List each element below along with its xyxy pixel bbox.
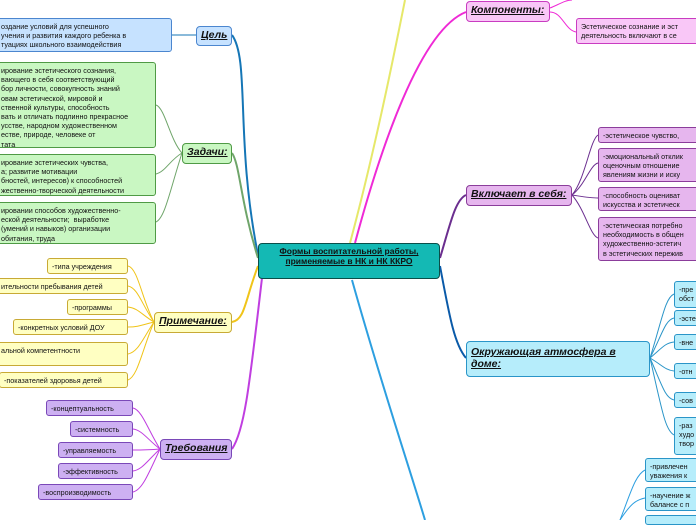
komponenty-item[interactable]: Эстетическое сознание и эст деятельность… (576, 18, 696, 44)
topic-cel[interactable]: Цель (196, 26, 232, 46)
primechanie-item[interactable]: альной компетентности (0, 342, 128, 366)
primechanie-item[interactable]: -показателей здоровья детей (0, 372, 128, 388)
link-okruzhayushchaya (439, 265, 467, 359)
link-vklyuchaet (439, 194, 467, 259)
topic-zadachi[interactable]: Задачи: (182, 143, 232, 164)
bottom-item[interactable]: -научение ж балансе с п (645, 487, 696, 511)
trebovaniya-item[interactable]: -воспроизводимость (38, 484, 133, 500)
link-zadachi (231, 152, 259, 259)
primechanie-item[interactable]: -программы (67, 299, 128, 315)
central-topic[interactable]: Формы воспитательной работы, применяемые… (258, 243, 440, 279)
link-bottom (351, 279, 426, 520)
trebovaniya-item[interactable]: -концептуальность (46, 400, 133, 416)
topic-okruzhayushchaya[interactable]: Окружающая атмосфера в доме: (466, 341, 650, 377)
primechanie-item[interactable]: -конкретных условий ДОУ (13, 319, 128, 335)
link-trebovaniya (231, 277, 263, 450)
vklyuchaet-item[interactable]: -эстетическая потребно необходимость в о… (598, 217, 696, 261)
link-top-yellow (349, 0, 406, 244)
topic-komponenty[interactable]: Компоненты: (466, 1, 550, 22)
vklyuchaet-item[interactable]: -эстетическое чувство, (598, 127, 696, 143)
link-cel (231, 34, 259, 256)
okruzhayushchaya-item[interactable]: -отн (674, 363, 696, 379)
topic-vklyuchaet[interactable]: Включает в себя: (466, 185, 572, 206)
zadachi-item[interactable]: ирование эстетических чувства, а; развит… (0, 154, 156, 196)
okruzhayushchaya-item[interactable]: -вне (674, 334, 696, 350)
vklyuchaet-item[interactable]: -способность оцениват искусства и эстети… (598, 187, 696, 211)
zadachi-item[interactable]: ирование эстетического сознания, вающего… (0, 62, 156, 148)
bottom-item-partial (645, 515, 696, 525)
cel-item[interactable]: оздание условий для успешного учения и р… (0, 18, 172, 52)
link-primechanie (231, 265, 259, 323)
topic-trebovaniya[interactable]: Требования (160, 439, 232, 460)
trebovaniya-item[interactable]: -управляемость (58, 442, 133, 458)
okruzhayushchaya-item[interactable]: -эсте (674, 310, 696, 326)
zadachi-item[interactable]: ировании способов художественно- еской д… (0, 202, 156, 244)
primechanie-item[interactable]: -типа учреждения (47, 258, 128, 274)
trebovaniya-item[interactable]: -эффективность (58, 463, 133, 479)
trebovaniya-item[interactable]: -системность (70, 421, 133, 437)
okruzhayushchaya-item[interactable]: -раз худо твор (674, 417, 696, 455)
vklyuchaet-item[interactable]: -эмоциональный отклик оценочным отношени… (598, 148, 696, 182)
primechanie-item[interactable]: ительности пребывания детей (0, 278, 128, 294)
okruzhayushchaya-item[interactable]: -пре обст (674, 281, 696, 308)
link-komponenty (354, 11, 467, 244)
okruzhayushchaya-item[interactable]: -сов (674, 392, 696, 408)
topic-primechanie[interactable]: Примечание: (154, 312, 232, 333)
bottom-item[interactable]: -привлечен уважения к (645, 458, 696, 482)
